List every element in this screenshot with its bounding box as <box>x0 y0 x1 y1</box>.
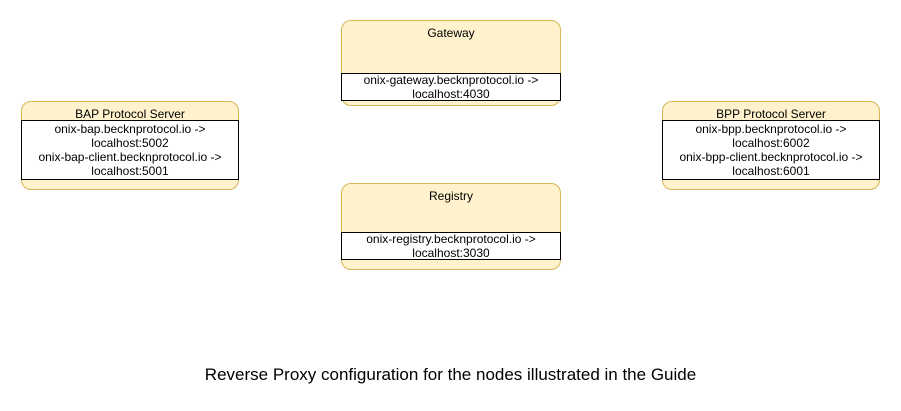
node-bap-protocol-server: BAP Protocol Server onix-bap.becknprotoc… <box>21 101 239 190</box>
diagram-caption: Reverse Proxy configuration for the node… <box>204 365 697 384</box>
proxy-mapping-line: localhost:6001 <box>732 164 810 178</box>
proxy-mapping-line: localhost:3030 <box>412 246 490 260</box>
node-bpp-protocol-server-proxy-mapping: onix-bpp.becknprotocol.io -> localhost:6… <box>662 120 880 180</box>
proxy-mapping-line: localhost:5001 <box>91 164 169 178</box>
node-registry-title: Registry <box>428 189 473 203</box>
proxy-mapping-line: localhost:6002 <box>732 136 810 150</box>
proxy-mapping-line: localhost:4030 <box>412 87 490 101</box>
node-bpp-protocol-server: BPP Protocol Server onix-bpp.becknprotoc… <box>662 101 880 190</box>
node-bap-protocol-server-proxy-mapping: onix-bap.becknprotocol.io -> localhost:5… <box>21 120 239 180</box>
node-registry-proxy-mapping: onix-registry.becknprotocol.io -> localh… <box>341 232 561 260</box>
node-gateway-title: Gateway <box>427 26 475 40</box>
proxy-mapping-line: onix-bpp-client.becknprotocol.io -> <box>679 150 863 164</box>
node-bap-protocol-server-title: BAP Protocol Server <box>75 107 185 121</box>
proxy-mapping-line: onix-gateway.becknprotocol.io -> <box>363 73 539 87</box>
node-gateway: Gateway onix-gateway.becknprotocol.io ->… <box>341 20 561 106</box>
proxy-mapping-line: localhost:5002 <box>91 136 169 150</box>
proxy-mapping-line: onix-registry.becknprotocol.io -> <box>366 232 536 246</box>
node-gateway-proxy-mapping: onix-gateway.becknprotocol.io -> localho… <box>341 73 561 101</box>
proxy-mapping-line: onix-bpp.becknprotocol.io -> <box>695 122 847 136</box>
proxy-mapping-line: onix-bap-client.becknprotocol.io -> <box>38 150 222 164</box>
node-registry: Registry onix-registry.becknprotocol.io … <box>341 183 561 270</box>
proxy-mapping-line: onix-bap.becknprotocol.io -> <box>54 122 206 136</box>
node-bpp-protocol-server-title: BPP Protocol Server <box>716 107 826 121</box>
